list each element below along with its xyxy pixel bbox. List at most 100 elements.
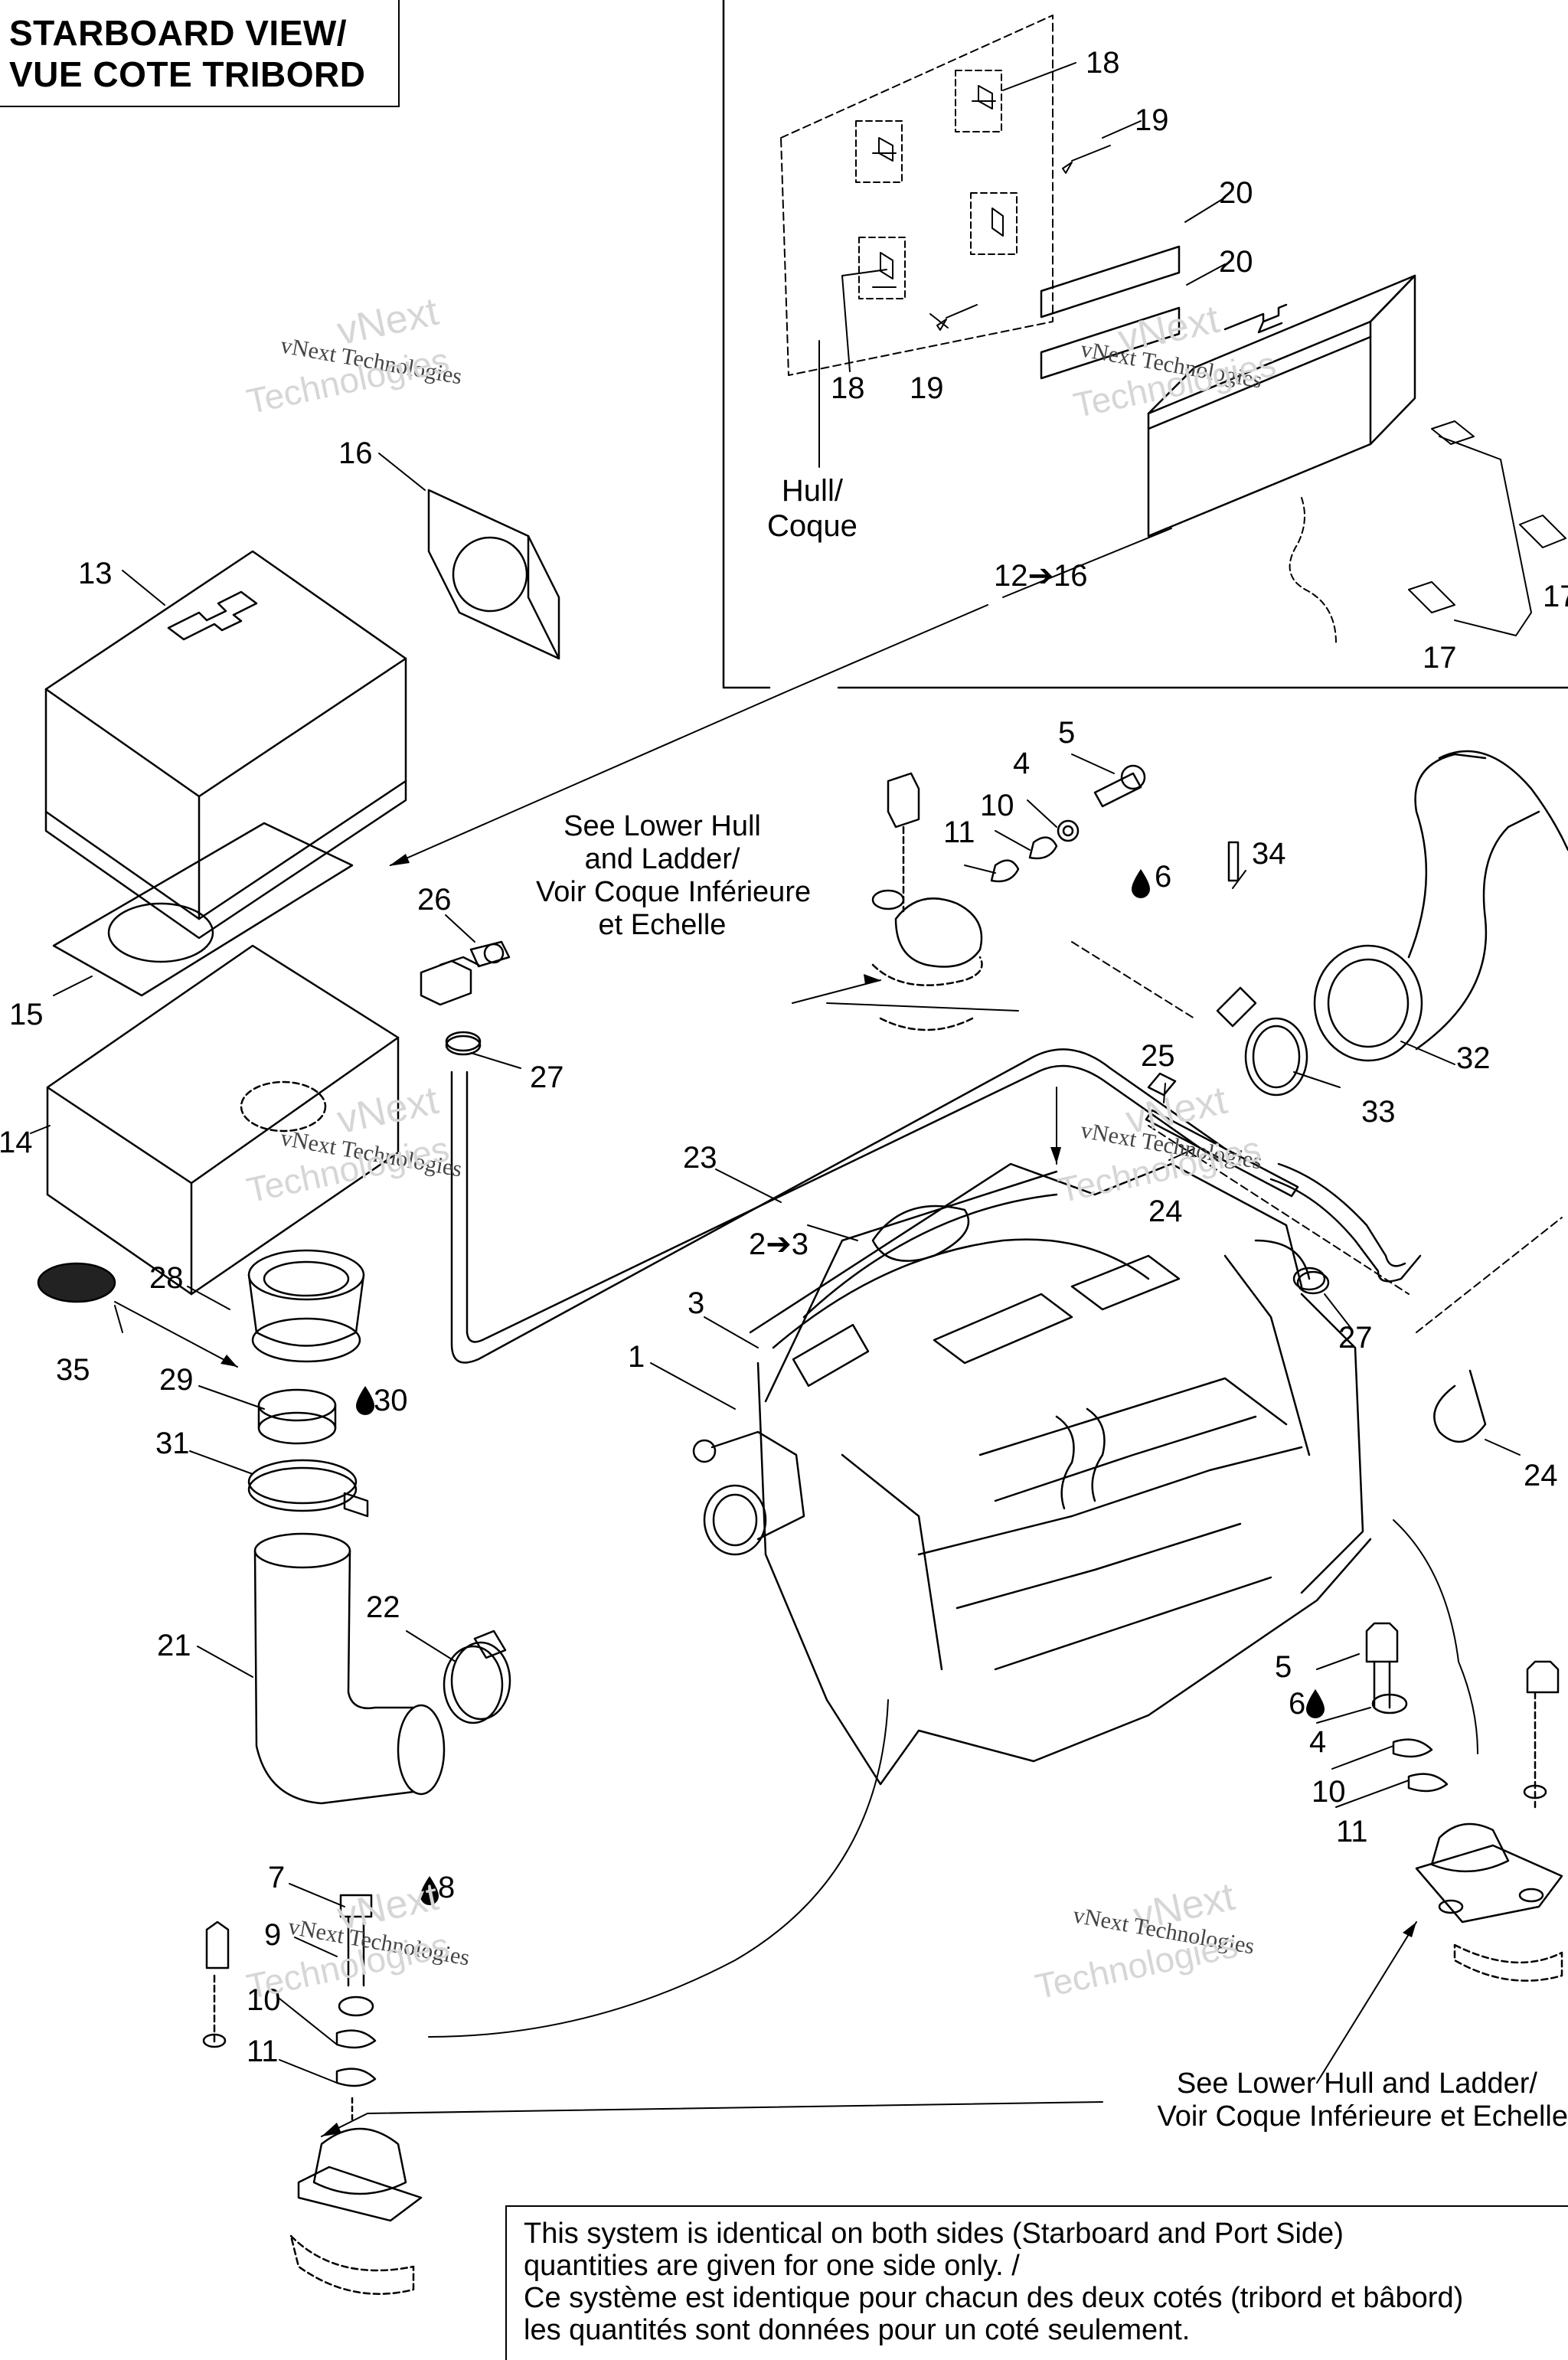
- leader-lines: [30, 62, 1521, 2137]
- view-title-fr: VUE COTE TRIBORD: [9, 54, 366, 94]
- callout: 23: [683, 1141, 717, 1175]
- callout: 4: [1013, 747, 1030, 780]
- view-title-box: STARBOARD VIEW/ VUE COTE TRIBORD: [0, 0, 400, 107]
- callout: 35: [56, 1353, 90, 1387]
- fitting-26: [420, 940, 511, 1006]
- callout: 28: [149, 1261, 184, 1295]
- callout: 17: [1543, 580, 1568, 613]
- callout: 30: [374, 1384, 408, 1417]
- note-line: quantities are given for one side only. …: [524, 2250, 1020, 2282]
- clamp-27a: [445, 1031, 482, 1056]
- callout: 11: [1336, 1815, 1368, 1848]
- velcro-strips: [1040, 245, 1181, 380]
- callout: 32: [1456, 1041, 1491, 1075]
- callout: 5: [1058, 716, 1075, 750]
- note-line: This system is identical on both sides (…: [524, 2218, 1344, 2250]
- battery-strap: [1289, 420, 1566, 644]
- clamp-22: [443, 1629, 511, 1724]
- callout: 17: [1423, 641, 1457, 675]
- callout: 26: [417, 883, 452, 917]
- callout: 16: [338, 436, 373, 470]
- system-note-box: This system is identical on both sides (…: [505, 2205, 1568, 2360]
- reference-line: and Ladder/: [584, 843, 740, 875]
- oil-drop-icon: [356, 1386, 374, 1415]
- spacer-16: [427, 489, 560, 660]
- callout: 20: [1219, 245, 1253, 279]
- callout: 22: [366, 1590, 400, 1624]
- callout: 10: [1312, 1775, 1346, 1809]
- callout: 33: [1361, 1095, 1396, 1129]
- battery-cover-13: [44, 550, 407, 940]
- callout: 1: [628, 1340, 645, 1374]
- hull-brackets: [855, 70, 1018, 299]
- callout: 18: [831, 371, 865, 405]
- screen-35: [37, 1262, 116, 1303]
- callout: 19: [910, 371, 944, 405]
- callout: 9: [264, 1918, 281, 1952]
- hull-inset-frame: [722, 0, 1568, 689]
- reference-line: et Echelle: [598, 909, 727, 941]
- ring-29: [257, 1388, 337, 1445]
- callout: 7: [268, 1861, 285, 1894]
- oil-drop-icon: [420, 1876, 439, 1905]
- clamp-31: [247, 1459, 369, 1518]
- engine-block: [749, 1162, 1372, 1786]
- reference-line: See Lower Hull and Ladder/: [1176, 2067, 1537, 2100]
- oil-drop-icons: [356, 869, 1325, 1905]
- spacer-25: [1147, 1072, 1177, 1097]
- tie-24b: [1433, 1369, 1487, 1443]
- oil-drop-icon: [1306, 1689, 1325, 1718]
- callout: 10: [980, 789, 1014, 822]
- clamp-27b: [1292, 1267, 1330, 1295]
- intake-28: [247, 1249, 365, 1363]
- callout: 25: [1141, 1039, 1175, 1073]
- callout: 14: [0, 1126, 33, 1159]
- arrowheads: [220, 854, 1416, 2136]
- callout: 21: [157, 1629, 191, 1662]
- hull-label: Hull/ Coque: [767, 473, 858, 544]
- callout: 13: [78, 557, 113, 590]
- mount-arrows: [428, 941, 1563, 2038]
- oil-drop-icon: [1132, 869, 1150, 898]
- reference-line: Voir Coque Inférieure et Echelle: [1157, 2100, 1568, 2133]
- callout: 29: [159, 1363, 194, 1397]
- reference-line: See Lower Hull: [564, 810, 761, 842]
- callout: 20: [1219, 176, 1253, 210]
- reference-line: Voir Coque Inférieure: [536, 876, 812, 908]
- callout: 4: [1309, 1725, 1326, 1759]
- throttle-body: [692, 1430, 805, 1556]
- mount-lower-right: [1365, 1622, 1563, 1982]
- callout: 27: [1338, 1321, 1373, 1355]
- callout: 19: [1135, 103, 1169, 137]
- hull-label-fr: Coque: [767, 509, 858, 543]
- callout: 31: [155, 1427, 190, 1460]
- pad-15: [52, 822, 354, 997]
- callout: 18: [1086, 46, 1120, 80]
- note-line: les quantités sont données pour un coté …: [524, 2314, 1191, 2346]
- mount-top: [871, 764, 1146, 1031]
- callout: 15: [9, 998, 44, 1031]
- callout: 5: [1275, 1650, 1292, 1684]
- battery-inset: [1147, 274, 1416, 538]
- callout: 12➔16: [994, 559, 1088, 593]
- callout: 11: [247, 2035, 279, 2068]
- reference-note-bottom: See Lower Hull and Ladder/ Voir Coque In…: [956, 2067, 1568, 2133]
- hose-21: [253, 1532, 446, 1805]
- callout-labels: 18 19 20 20 18 19 12➔16 17 17 16 13 15 1…: [0, 46, 1568, 2068]
- elbow-assembly: [1216, 750, 1568, 1097]
- callout: 6: [1289, 1687, 1305, 1721]
- callout: 27: [530, 1061, 564, 1094]
- callout: 34: [1252, 837, 1286, 871]
- hull-label-en: Hull/: [781, 474, 843, 508]
- hull-panel: [780, 15, 1054, 376]
- callout: 2➔3: [749, 1227, 808, 1261]
- callout: 6: [1155, 860, 1171, 894]
- callout: 8: [438, 1871, 455, 1904]
- tray-14: [46, 944, 400, 1296]
- callout: 24: [1148, 1195, 1183, 1228]
- reference-note-top: See Lower Hull and Ladder/ Voir Coque In…: [536, 810, 812, 942]
- callout: 10: [247, 1983, 281, 2017]
- view-title-en: STARBOARD VIEW/: [9, 13, 348, 53]
- tie-24a: [1145, 1109, 1299, 1198]
